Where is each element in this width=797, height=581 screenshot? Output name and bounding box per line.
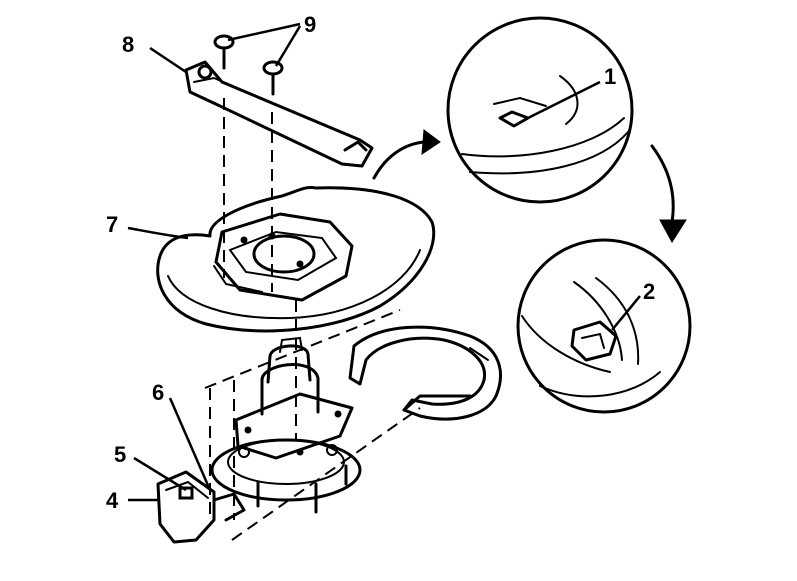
callout-label-7: 7: [106, 212, 119, 237]
callout-label-9: 9: [304, 12, 317, 37]
callout-label-1: 1: [604, 64, 617, 89]
parking-brake-shoe: [348, 325, 502, 421]
bolt-part-9-left: [213, 34, 235, 70]
direction-arrows: [372, 129, 687, 243]
callout-label-2: 2: [643, 279, 656, 304]
callout-leaders: [127, 22, 302, 502]
callout-label-5: 5: [114, 442, 127, 467]
bolt-part-9-right: [262, 60, 284, 96]
adjuster-assembly-parts-4-5-6: [156, 470, 246, 544]
callout-label-6: 6: [152, 380, 165, 405]
detail-circle-2: [516, 238, 692, 414]
callout-label-4: 4: [106, 488, 119, 513]
callout-label-8: 8: [122, 32, 135, 57]
bracket-part-8: [184, 60, 374, 168]
backing-plate-part-7: [156, 186, 436, 333]
hub-bearing-assembly: [210, 336, 362, 514]
detail-circle-1: [446, 16, 634, 204]
